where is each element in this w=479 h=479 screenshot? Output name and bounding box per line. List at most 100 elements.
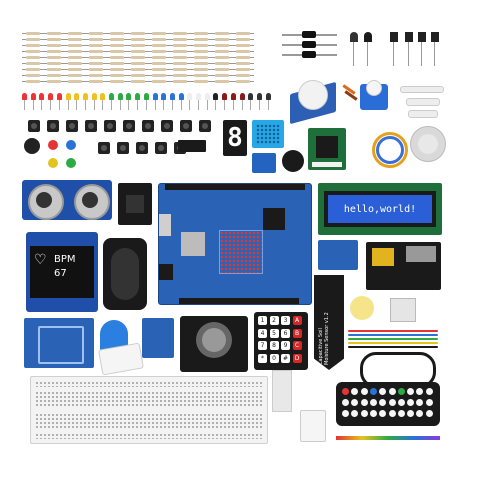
resistor — [211, 44, 233, 47]
keypad-key: C — [292, 341, 302, 350]
led — [135, 93, 141, 110]
resistor — [190, 62, 212, 65]
resistor — [127, 68, 149, 71]
remote-key — [397, 399, 405, 406]
keypad-key: 6 — [281, 328, 290, 338]
resistor — [127, 74, 149, 77]
resistor — [64, 80, 86, 83]
led — [39, 93, 45, 110]
led — [187, 93, 193, 110]
keypad-key: 8 — [269, 341, 279, 350]
resistor — [232, 50, 254, 53]
keypad-key: * — [258, 353, 267, 363]
tactile-button — [98, 142, 110, 154]
resistor — [232, 74, 254, 77]
resistor — [232, 44, 254, 47]
resistor — [22, 38, 44, 41]
soil-line-2: Moisture Sensor v1.2 — [324, 312, 330, 365]
remote-key — [351, 399, 359, 406]
tactile-button — [155, 142, 167, 154]
led — [178, 93, 184, 110]
tactile-button — [180, 120, 192, 132]
led — [204, 93, 210, 110]
resistor — [64, 32, 86, 35]
resistor — [211, 56, 233, 59]
resistor — [190, 38, 212, 41]
led — [74, 93, 80, 110]
resistor — [169, 80, 191, 83]
resistor — [148, 50, 170, 53]
resistor — [211, 50, 233, 53]
led — [91, 93, 97, 110]
resistor — [169, 56, 191, 59]
diode-set — [282, 30, 342, 60]
sound-sensor-module — [318, 240, 358, 270]
remote-key — [425, 410, 433, 417]
servo-motor — [342, 78, 392, 118]
led — [109, 93, 114, 110]
resistor — [106, 38, 128, 41]
tactile-button — [85, 120, 97, 132]
water-sensor-bracket — [390, 298, 416, 322]
resistor — [148, 80, 170, 83]
lcd-1602-module: hello,world! — [318, 183, 442, 235]
resistor — [43, 80, 65, 83]
tactile-button — [123, 120, 135, 132]
led — [48, 93, 54, 110]
remote-key — [379, 399, 387, 406]
led — [30, 93, 36, 110]
resistor — [64, 38, 86, 41]
rfid-reader — [24, 318, 94, 368]
pir-motion-sensor — [288, 78, 338, 125]
remote-key — [342, 399, 349, 406]
resistor — [169, 32, 191, 35]
rfid-card — [98, 342, 144, 376]
remote-key — [342, 410, 349, 417]
remote-key — [425, 388, 433, 395]
breadboard — [30, 376, 268, 444]
ultrasonic-sensor — [22, 180, 112, 220]
keypad-key: 4 — [258, 328, 267, 338]
keypad-key: 5 — [269, 328, 279, 338]
resistor — [127, 80, 149, 83]
stepper-motor-wires — [368, 128, 408, 168]
tactile-button — [47, 120, 59, 132]
remote-key — [407, 399, 415, 406]
resistor — [190, 68, 212, 71]
led — [248, 93, 254, 110]
resistor — [22, 68, 44, 71]
oled-display: ♡ BPM 67 — [26, 232, 98, 312]
remote-key — [407, 388, 415, 395]
joystick-module — [180, 316, 248, 372]
resistor — [43, 68, 65, 71]
resistor — [43, 74, 65, 77]
led — [213, 93, 219, 110]
resistor — [85, 74, 107, 77]
ic-chip — [178, 140, 206, 152]
keypad-key: A — [292, 316, 302, 325]
lcd-text: hello,world! — [343, 203, 417, 215]
keypad-key: B — [292, 328, 302, 338]
remote-key — [360, 410, 368, 417]
resistor — [85, 68, 107, 71]
led — [100, 93, 106, 110]
resistor — [22, 80, 44, 83]
led — [230, 93, 236, 110]
led — [256, 93, 262, 110]
segment-digit: 8 — [227, 123, 243, 153]
resistor — [190, 50, 212, 53]
keypad-key: 7 — [258, 341, 267, 350]
resistor — [232, 68, 254, 71]
resistor — [190, 44, 212, 47]
resistor — [43, 44, 65, 47]
resistor — [64, 68, 86, 71]
keypad-key: # — [281, 353, 290, 363]
tactile-button — [199, 120, 211, 132]
resistor — [127, 56, 149, 59]
led — [222, 93, 228, 110]
remote-key — [379, 410, 387, 417]
led — [126, 93, 132, 110]
resistor — [64, 74, 86, 77]
resistor — [190, 32, 212, 35]
